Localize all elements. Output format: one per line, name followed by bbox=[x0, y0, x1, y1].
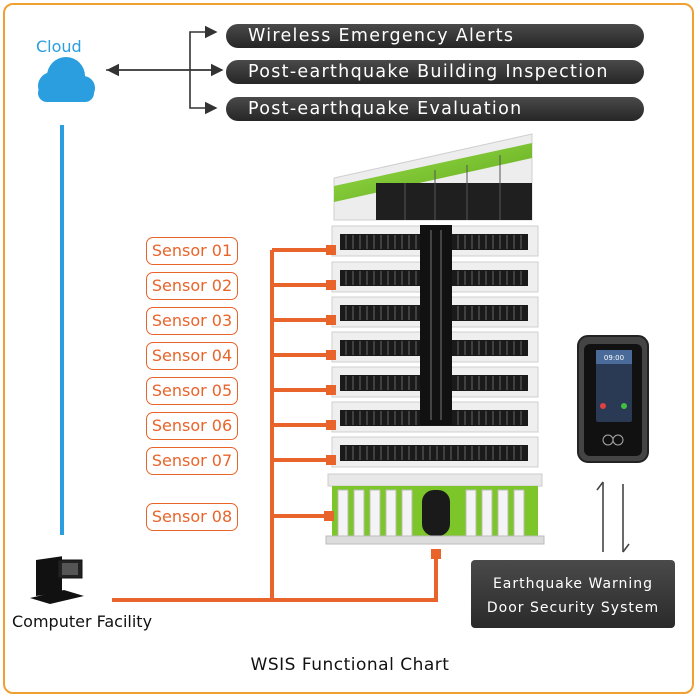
building-column bbox=[513, 489, 525, 537]
sensor-node bbox=[326, 350, 336, 360]
sensor-node bbox=[326, 315, 336, 325]
sensor-04-label: Sensor 04 bbox=[146, 342, 238, 370]
device-door-arrows bbox=[596, 481, 630, 553]
computer-wire bbox=[112, 556, 438, 602]
door-box-line-1: Earthquake Warning bbox=[492, 576, 654, 592]
building-column bbox=[385, 489, 397, 537]
sensor-01-label: Sensor 01 bbox=[146, 237, 238, 265]
building-column bbox=[481, 489, 493, 537]
building-column bbox=[465, 489, 477, 537]
building-column bbox=[401, 489, 413, 537]
building-column bbox=[369, 489, 381, 537]
service-building-inspection: Post-earthquake Building Inspection bbox=[226, 60, 644, 84]
door-security-device-icon bbox=[577, 335, 649, 463]
sensor-node bbox=[326, 245, 336, 255]
cloud-services-connector bbox=[106, 25, 224, 115]
cloud-label: Cloud bbox=[36, 37, 82, 56]
cloud-icon bbox=[38, 57, 95, 102]
sensor-wiring bbox=[112, 245, 441, 602]
sensor-08-label: Sensor 08 bbox=[146, 503, 238, 531]
base-sensor-node bbox=[431, 549, 441, 559]
chart-title: WSIS Functional Chart bbox=[250, 655, 450, 675]
sensor-05-label: Sensor 05 bbox=[146, 377, 238, 405]
door-box-line-2: Door Security System bbox=[486, 600, 660, 616]
building-column bbox=[337, 489, 349, 537]
door-security-system-box: Earthquake Warning Door Security System bbox=[471, 560, 675, 628]
service-post-earthquake-evaluation: Post-earthquake Evaluation bbox=[226, 97, 644, 121]
building-column bbox=[353, 489, 365, 537]
building-floor bbox=[331, 436, 539, 468]
computer-facility-label: Computer Facility bbox=[12, 612, 153, 631]
building-column bbox=[497, 489, 509, 537]
sensor-02-label: Sensor 02 bbox=[146, 272, 238, 300]
sensor-node bbox=[326, 385, 336, 395]
diagram-frame bbox=[3, 3, 694, 694]
service-wireless-emergency-alerts: Wireless Emergency Alerts bbox=[226, 24, 644, 48]
sensor-node bbox=[326, 420, 336, 430]
sensor-node bbox=[324, 511, 334, 521]
sensor-06-label: Sensor 06 bbox=[146, 412, 238, 440]
computer-icon bbox=[30, 556, 84, 604]
sensor-node bbox=[326, 455, 336, 465]
sensor-03-label: Sensor 03 bbox=[146, 307, 238, 335]
sensor-07-label: Sensor 07 bbox=[146, 447, 238, 475]
building-illustration bbox=[325, 133, 545, 545]
sensor-node bbox=[326, 280, 336, 290]
device-screen-time: 09:00 bbox=[604, 354, 624, 362]
